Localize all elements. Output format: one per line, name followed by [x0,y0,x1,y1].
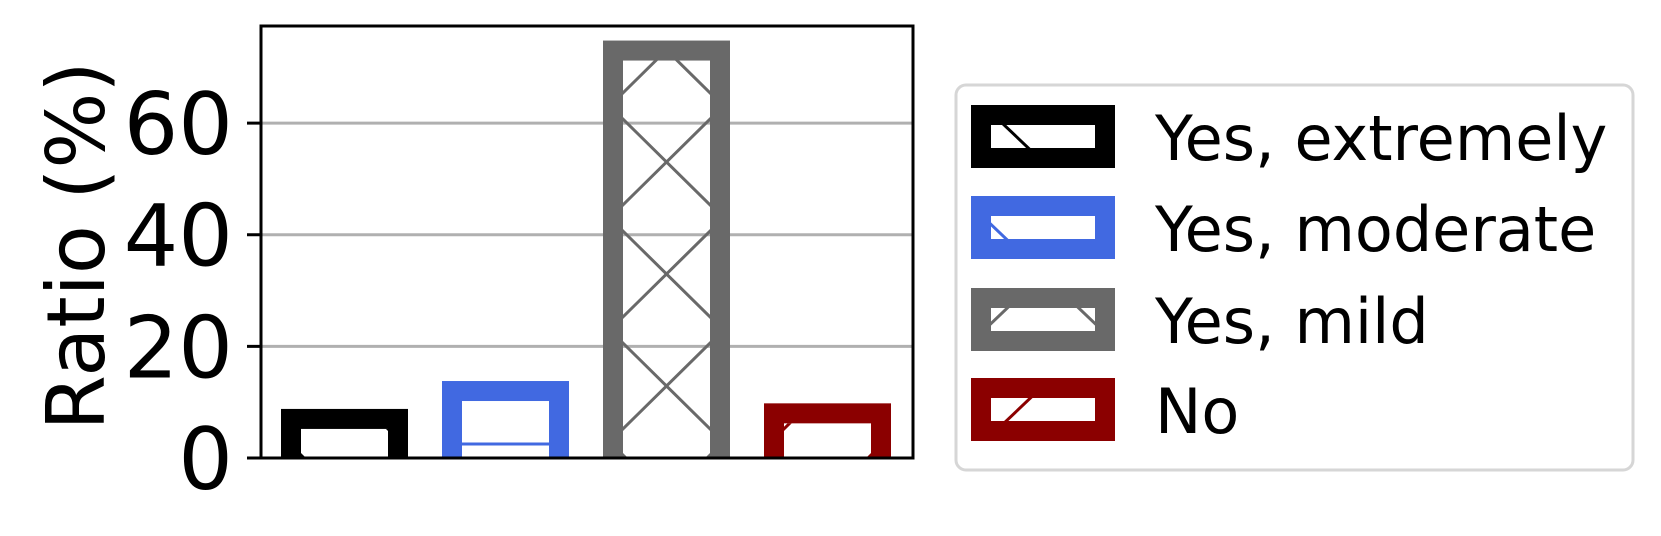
legend-box [954,83,1635,472]
y-tick-label: 40 [124,187,233,287]
y-axis-ticks: 0 20 40 60 [124,75,261,510]
legend-item: Yes, extremely [971,102,1607,175]
legend-label: Yes, moderate [1154,193,1596,266]
hatch-pattern [462,442,549,446]
legend-swatch-icon [971,196,1115,259]
legend-item: No [971,375,1239,448]
bar-yes-mild [603,40,730,458]
legend-label: No [1155,375,1239,448]
y-tick-label: 20 [124,298,233,398]
legend-swatch-icon [971,105,1115,168]
legend-item: Yes, mild [971,285,1429,358]
bar-no [764,403,891,458]
hatch-pattern [623,60,710,458]
bars [281,40,891,458]
legend-swatch-icon [971,378,1115,441]
bar-yes-extremely [281,408,408,458]
legend-label: Yes, extremely [1154,102,1607,175]
plot-frame [259,24,915,460]
legend-swatch-icon [971,288,1115,351]
y-tick-label: 60 [124,75,233,175]
y-axis-label: Ratio (%) [30,61,123,430]
legend-item: Yes, moderate [971,193,1596,266]
gridlines [261,121,913,348]
y-tick-label: 0 [178,410,233,510]
legend-label: Yes, mild [1154,285,1429,358]
bar-yes-moderate [442,381,569,458]
